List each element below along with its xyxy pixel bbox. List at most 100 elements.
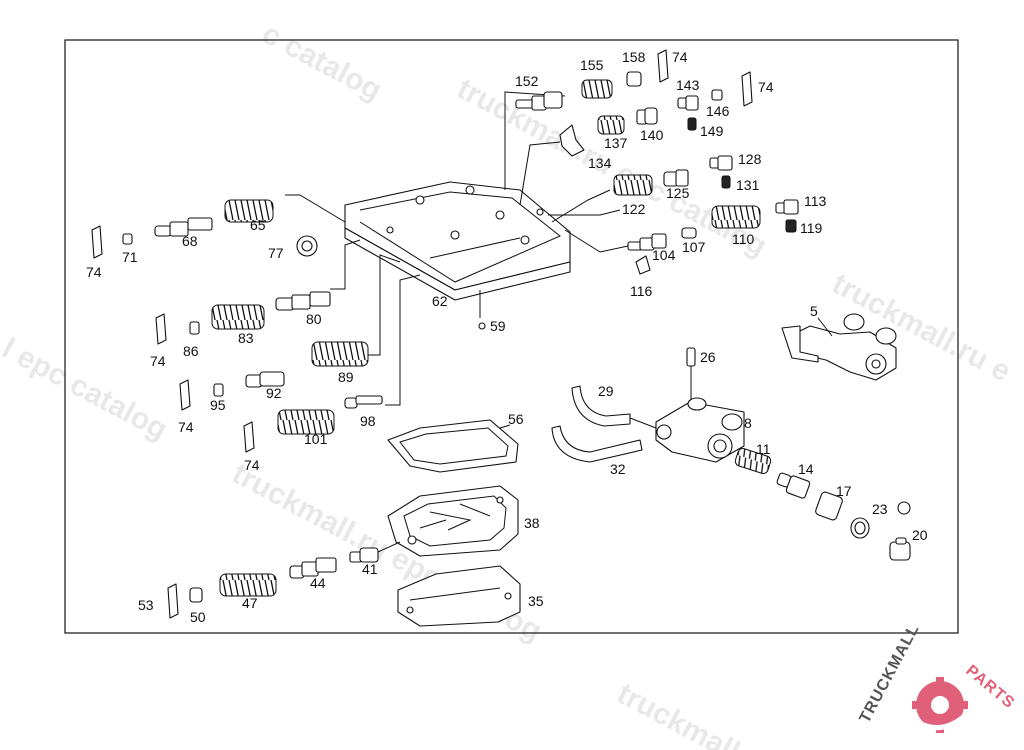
pin-26 <box>686 347 696 367</box>
valve-spool-68 <box>154 217 213 237</box>
part-label: 5 <box>810 303 818 319</box>
cover-35 <box>397 565 521 627</box>
spring-110 <box>711 205 761 229</box>
part-label: 95 <box>210 397 226 413</box>
part-label: 146 <box>706 103 730 119</box>
part-label: 29 <box>598 383 614 399</box>
part-label: 98 <box>360 413 376 429</box>
screw-143 <box>677 95 699 111</box>
part-label: 14 <box>798 461 814 477</box>
part-label: 134 <box>588 155 612 171</box>
bracket-134 <box>559 124 585 157</box>
part-label: 104 <box>652 247 676 263</box>
piston-14 <box>776 472 811 499</box>
plug-125 <box>663 169 689 187</box>
logo-text-accent: PARTS <box>962 662 1017 712</box>
part-label: 140 <box>640 127 664 143</box>
part-label: 56 <box>508 411 524 427</box>
seal-ring <box>850 517 870 539</box>
part-labels: 74 71 68 65 77 74 86 83 80 89 92 95 74 9… <box>86 49 928 625</box>
screw-131 <box>721 175 731 189</box>
spring-11 <box>734 447 772 475</box>
plug-71 <box>122 233 133 245</box>
part-label: 38 <box>524 515 540 531</box>
bracket-74 <box>243 421 255 453</box>
valve-body-62 <box>344 181 571 318</box>
part-label: 41 <box>362 561 378 577</box>
bracket-74 <box>91 225 103 259</box>
part-label: 143 <box>676 77 700 93</box>
part-label: 35 <box>528 593 544 609</box>
screw-149 <box>687 117 697 131</box>
valve-housing-5 <box>781 313 897 381</box>
part-label: 71 <box>122 249 138 265</box>
part-label: 20 <box>912 527 928 543</box>
part-label: 68 <box>182 233 198 249</box>
part-label: 149 <box>700 123 724 139</box>
logo-text-main: TRUCKMALL <box>857 621 923 726</box>
intermediate-plate-38 <box>387 485 519 557</box>
plug-107 <box>681 227 697 239</box>
spring-65 <box>224 199 274 223</box>
watermark-text: c catalog <box>257 17 387 107</box>
part-label: 74 <box>86 264 102 280</box>
plug-158 <box>626 71 642 87</box>
ball-59 <box>478 322 486 330</box>
spring-122 <box>613 174 653 196</box>
valve-44 <box>289 557 337 579</box>
part-label: 77 <box>268 245 284 261</box>
part-label: 122 <box>622 201 646 217</box>
part-label: 32 <box>610 461 626 477</box>
plug-86 <box>189 321 200 335</box>
part-label: 11 <box>756 441 771 457</box>
bracket-74 <box>741 71 753 107</box>
part-label: 8 <box>744 415 752 431</box>
part-label: 152 <box>515 73 539 89</box>
part-label: 53 <box>138 597 154 613</box>
valve-80 <box>275 291 331 311</box>
screw-113 <box>775 199 799 215</box>
plug-140 <box>636 107 658 125</box>
watermark-text: l epc catalog <box>0 332 173 446</box>
watermark-text: truckmall.ru <box>612 677 779 750</box>
bracket-116 <box>635 255 651 275</box>
part-label: 23 <box>872 501 888 517</box>
spring-83 <box>211 304 265 330</box>
truckmall-parts-logo: TRUCKMALL PARTS <box>857 621 1018 733</box>
part-label: 80 <box>306 311 322 327</box>
sleeve-17 <box>815 491 843 521</box>
part-label: 119 <box>800 220 823 236</box>
part-label: 50 <box>190 609 206 625</box>
valve-41 <box>349 547 379 563</box>
valve-98 <box>344 395 383 409</box>
gear-icon <box>908 677 972 733</box>
bracket-74 <box>657 49 669 83</box>
part-label: 74 <box>672 49 688 65</box>
bracket-53 <box>167 583 179 619</box>
plug-50 <box>189 587 203 603</box>
part-label: 92 <box>266 385 282 401</box>
bracket-74 <box>179 379 191 411</box>
part-label: 137 <box>604 135 628 151</box>
part-label: 131 <box>736 177 760 193</box>
gasket-56 <box>387 419 519 473</box>
valve-92 <box>245 371 285 388</box>
part-label: 155 <box>580 57 604 73</box>
part-label: 125 <box>666 185 690 201</box>
part-label: 26 <box>700 349 716 365</box>
part-label: 74 <box>150 353 166 369</box>
part-label: 62 <box>432 293 448 309</box>
spring-47 <box>219 573 277 597</box>
screw-119 <box>785 219 797 233</box>
part-label: 44 <box>310 575 326 591</box>
part-label: 89 <box>338 369 354 385</box>
spring-89 <box>311 341 369 367</box>
ring-23 <box>897 501 911 515</box>
spring-155 <box>581 79 613 99</box>
bracket-74 <box>155 313 167 345</box>
part-label: 110 <box>732 231 755 247</box>
part-label: 86 <box>183 343 199 359</box>
part-label: 116 <box>630 283 653 299</box>
tube-32 <box>551 425 643 463</box>
